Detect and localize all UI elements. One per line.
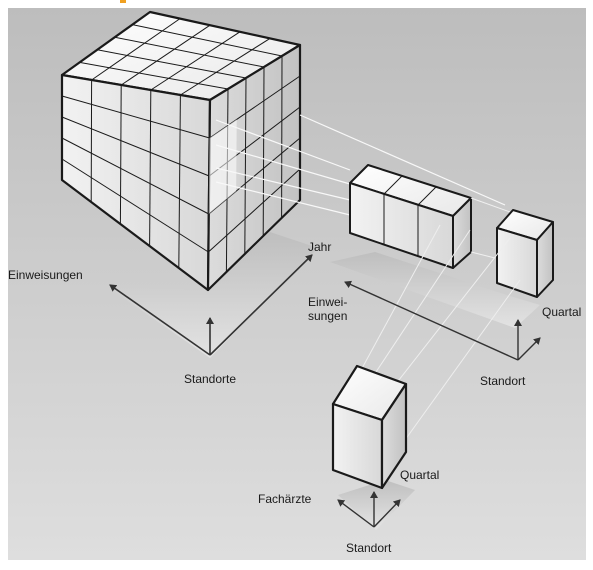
label-einweisungen-slice1: Einwei- sungen: [308, 295, 347, 323]
label-fachaerzte: Fachärzte: [258, 492, 311, 506]
label-quartal-slice2: Quartal: [400, 468, 439, 482]
label-standorte: Standorte: [184, 372, 236, 386]
accent-mark: [120, 0, 126, 3]
label-jahr: Jahr: [308, 240, 331, 254]
label-quartal-slice1: Quartal: [542, 305, 581, 319]
label-standort-slice2: Standort: [346, 541, 391, 555]
slice1-single-cube: [497, 210, 553, 297]
label-standort-slice1: Standort: [480, 374, 525, 388]
label-einweisungen-main: Einweisungen: [8, 268, 83, 282]
